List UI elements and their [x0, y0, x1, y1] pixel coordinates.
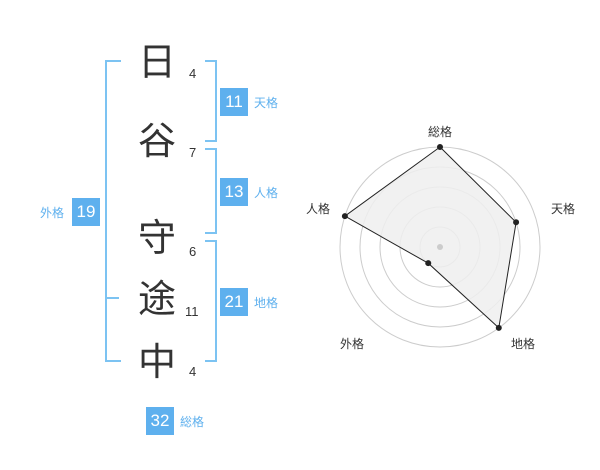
- radar-label-tenkaku: 天格: [551, 202, 576, 216]
- gaikaku-value: 19: [72, 198, 100, 226]
- stroke-count-1: 4: [189, 66, 197, 81]
- radar-point-0: [437, 144, 443, 150]
- radar-label-jinkaku: 人格: [306, 202, 331, 216]
- radar-center: [437, 244, 443, 250]
- radar-ring: [419, 226, 461, 268]
- name-char-1: 日: [137, 40, 176, 84]
- chikaku-value: 21: [220, 288, 248, 316]
- stroke-count-3: 6: [189, 244, 197, 259]
- radar-point-4: [341, 213, 348, 220]
- tenkaku-value: 11: [220, 88, 248, 116]
- radar-label-chikaku: 地格: [511, 337, 536, 351]
- name-char-5: 中: [137, 340, 176, 384]
- name-char-4: 途: [137, 277, 176, 321]
- radar-label-gaikaku: 外格: [340, 337, 365, 351]
- name-char-2: 谷: [137, 119, 176, 163]
- jinkaku-label: 人格: [254, 186, 279, 200]
- stroke-count-4: 11: [185, 304, 199, 319]
- radar-ring: [339, 146, 541, 348]
- tenkaku-label: 天格: [254, 96, 279, 110]
- gaikaku-label: 外格: [40, 206, 65, 220]
- radar-ring: [379, 186, 501, 308]
- jinkaku-value: 13: [220, 178, 248, 206]
- gaikaku-divider: [105, 297, 119, 299]
- radar-grid: [339, 146, 541, 348]
- radar-point-1: [513, 219, 520, 226]
- radar-label-soukaku: 総格: [428, 125, 453, 139]
- tenkaku-bracket: [205, 60, 217, 142]
- radar-shape: [343, 146, 517, 329]
- radar-point-3: [425, 260, 432, 267]
- stroke-count-5: 4: [189, 364, 197, 379]
- radar-points: [341, 144, 520, 331]
- jinkaku-bracket: [205, 148, 217, 234]
- radar-point-2: [495, 324, 502, 331]
- soukaku-label: 総格: [180, 415, 205, 429]
- soukaku-value: 32: [146, 407, 174, 435]
- radar-ring: [359, 166, 521, 328]
- chikaku-label: 地格: [254, 296, 279, 310]
- name-char-3: 守: [137, 216, 176, 260]
- gaikaku-bracket: [105, 60, 121, 362]
- chikaku-bracket: [205, 240, 217, 362]
- stroke-count-2: 7: [189, 145, 197, 160]
- radar-ring: [399, 206, 481, 288]
